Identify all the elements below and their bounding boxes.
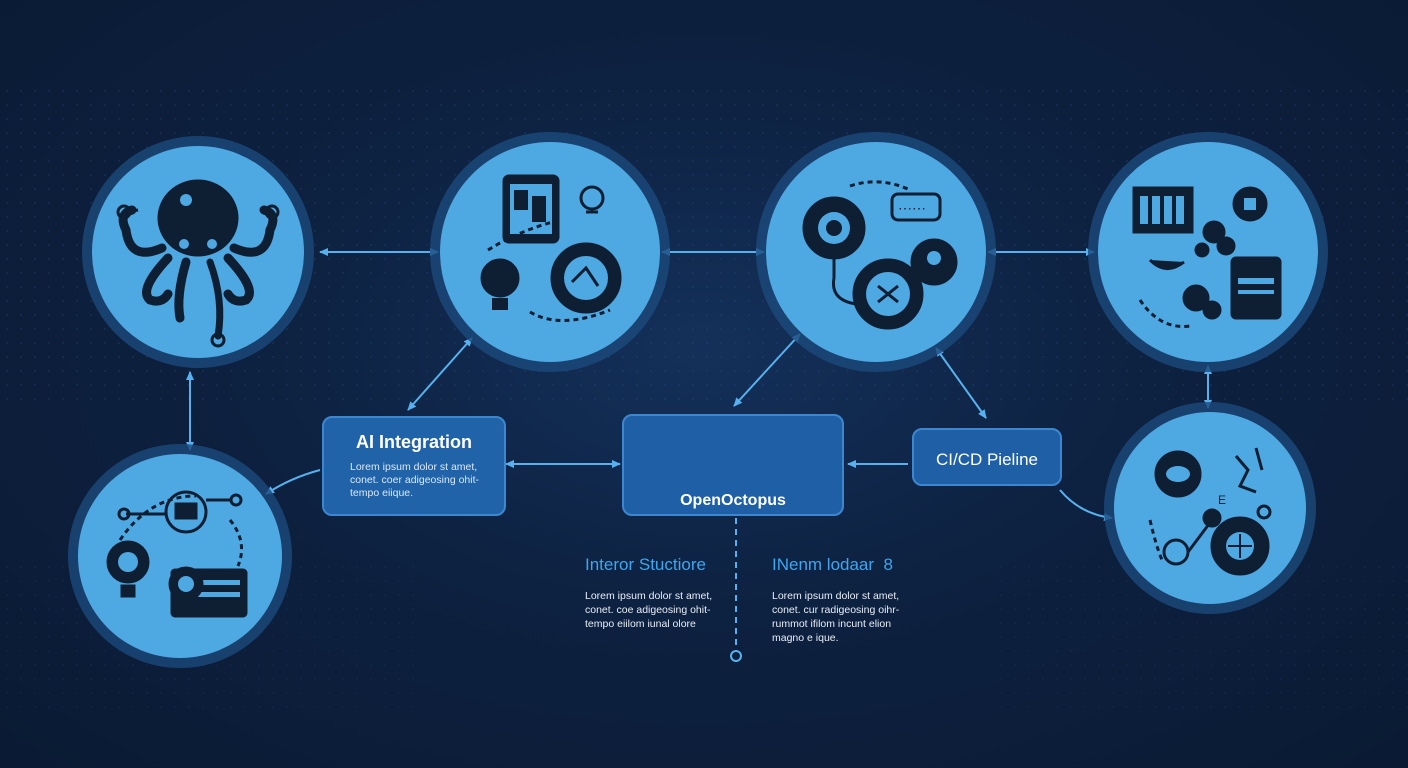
connector-aigear-center — [733, 333, 801, 407]
openoctopus-title: OpenOctopus — [680, 492, 786, 509]
section-right-body-line: conet. cur radigeosing oihr- — [772, 604, 900, 616]
section-right-body: Lorem ipsum dolor st amet, conet. cur ra… — [772, 589, 899, 645]
section-right-body-line: rummot ifilom incunt elion — [772, 618, 892, 630]
section-left-body-line: Lorem ipsum dolor st amet, — [585, 590, 713, 602]
ai-integration-body-line: Lorem ipsum dolor st amet, — [350, 461, 478, 473]
connector-devices-ai — [407, 337, 473, 411]
ai-integration-body: Lorem ipsum dolor st amet, conet. coer a… — [350, 461, 490, 500]
openoctopus-box[interactable]: OpenOctopus — [622, 414, 844, 516]
node-data[interactable] — [1088, 132, 1328, 372]
ai-integration-body-line: conet. coer adigeosing ohit- — [350, 474, 479, 486]
section-left-body-line: conet. coe adigeosing ohit- — [585, 604, 711, 616]
connectors — [186, 248, 1212, 662]
ai-integration-box[interactable]: AI Integration Lorem ipsum dolor st amet… — [322, 416, 506, 516]
section-left-body-line: tempo eiilom iunal olore — [585, 618, 696, 630]
node-octopus[interactable] — [82, 136, 314, 368]
section-right-title: INenm lodaar 8 — [772, 555, 893, 574]
svg-text:⋯⋯: ⋯⋯ — [898, 200, 926, 216]
gear-globe-network-icon: E — [1148, 447, 1272, 576]
cicd-pipeline-box[interactable]: CI/CD Pieline — [912, 428, 1062, 486]
ai-integration-title: AI Integration — [356, 432, 472, 452]
section-right-body-line: Lorem ipsum dolor st amet, — [772, 590, 900, 602]
tablet-lightbulb-gear-icon — [480, 174, 622, 322]
svg-text:E: E — [1218, 493, 1226, 507]
circuit-gear-chat-icon: ⋯⋯ — [802, 180, 958, 330]
octopus-icon — [116, 179, 280, 348]
section-left-body: Lorem ipsum dolor st amet, conet. coe ad… — [585, 589, 712, 631]
server-network-document-icon — [1132, 186, 1282, 328]
connector-aigear-cicd — [935, 347, 987, 419]
node-ai-gear[interactable]: ⋯⋯ — [756, 132, 996, 372]
node-devices[interactable] — [430, 132, 670, 372]
workflow-laptop-gear-icon — [106, 490, 248, 618]
cicd-pipeline-title: CI/CD Pieline — [935, 450, 1039, 469]
section-left-title: Interor Stuctiore — [585, 555, 706, 574]
center-stem-end — [730, 650, 742, 662]
node-workflow[interactable] — [68, 444, 292, 668]
ai-integration-body-line: tempo eiique. — [350, 487, 414, 499]
node-globe[interactable]: E — [1104, 402, 1316, 614]
connector-ai-workflow — [265, 469, 321, 495]
section-right-body-line: magno e ique. — [772, 632, 839, 644]
